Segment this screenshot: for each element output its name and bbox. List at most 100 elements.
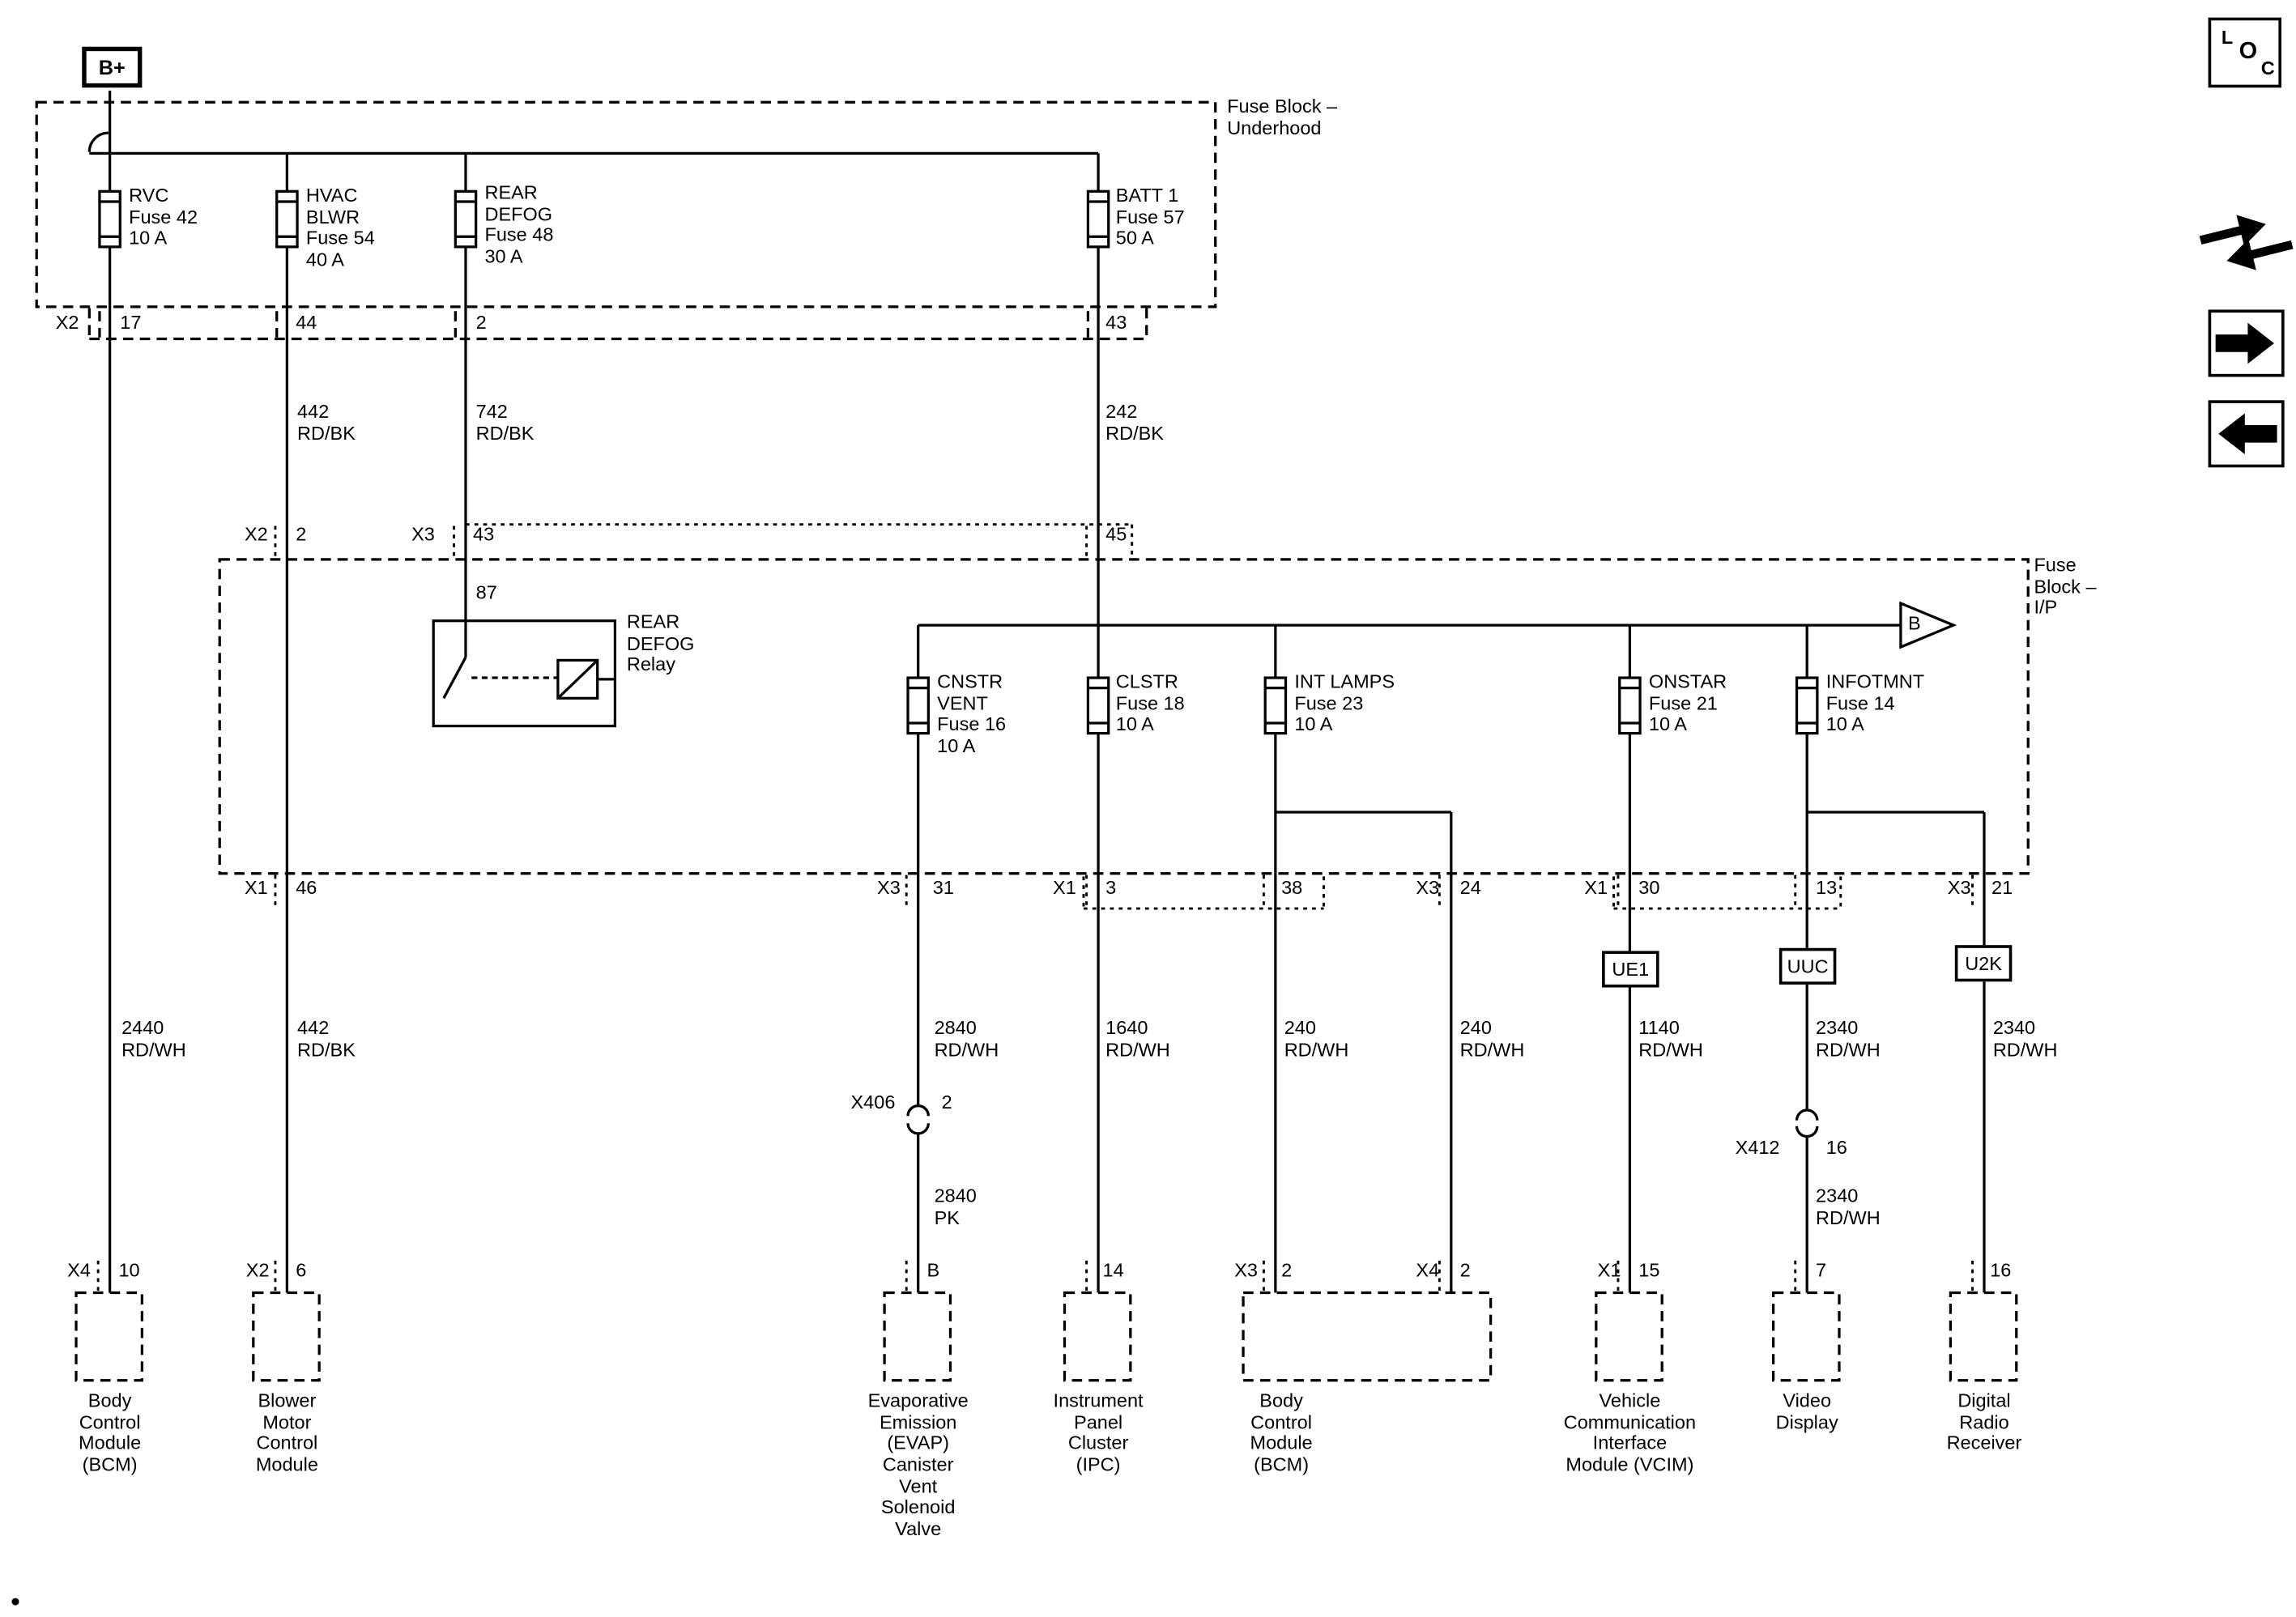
pin-label: 31	[932, 876, 954, 899]
loc-button[interactable]: L O C	[2208, 17, 2282, 88]
pin-label: 3	[1105, 876, 1117, 899]
relay-label: REAR DEFOG Relay	[626, 611, 695, 676]
battery-feed-text: B+	[98, 55, 126, 79]
option-code-text: U2K	[1965, 952, 2002, 975]
loc-letter-o: O	[2238, 39, 2258, 65]
pin-label: 10	[118, 1259, 140, 1282]
pin-label: 43	[1105, 311, 1127, 334]
wire-label-1640: 1640 RD/WH	[1105, 1016, 1170, 1061]
loc-letter-c: C	[2260, 57, 2275, 79]
pin-label: 17	[120, 311, 142, 334]
fuse-symbols-underhood	[98, 189, 1110, 249]
fuse-label-rear-defog: REAR DEFOG Fuse 48 30 A	[484, 181, 554, 268]
inline-connector-x406-symbol	[906, 1104, 930, 1135]
connector-label: X4	[67, 1259, 91, 1282]
pin-label: 44	[296, 311, 317, 334]
connector-label: X1	[244, 876, 268, 899]
swap-arrows-icon	[2199, 215, 2294, 270]
pin-label: 2	[1459, 1259, 1471, 1282]
pin-label: 24	[1459, 876, 1481, 899]
bus-arrow-b	[1899, 601, 1957, 649]
page-mark	[11, 1598, 19, 1606]
pin-label: 2	[1281, 1259, 1293, 1282]
fuse-label-hvac-blwr: HVAC BLWR Fuse 54 40 A	[305, 184, 375, 270]
connector-label: X3	[1947, 876, 1971, 899]
underhood-block-title: Fuse Block – Underhood	[1227, 95, 1338, 138]
pin-label: 14	[1102, 1259, 1124, 1282]
connector-label: X3	[1234, 1259, 1258, 1282]
inline-connector-x412-symbol	[1795, 1108, 1819, 1138]
module-name-bcm-2: Body Control Module (BCM)	[1250, 1389, 1313, 1476]
wire-label-242: 242 RD/BK	[1105, 400, 1164, 444]
wire-label-1140: 1140 RD/WH	[1638, 1016, 1703, 1061]
fuse-label-rvc: RVC Fuse 42 10 A	[129, 184, 198, 249]
fuse-label-batt1: BATT 1 Fuse 57 50 A	[1115, 184, 1185, 249]
inline-connector-x412-label: X412	[1735, 1136, 1780, 1159]
fuse-label-clstr: CLSTR Fuse 18 10 A	[1115, 670, 1185, 736]
module-name-digital-radio: Digital Radio Receiver	[1946, 1389, 2022, 1454]
connector-label: X1	[1053, 876, 1076, 899]
back-button[interactable]	[2208, 400, 2285, 468]
wire-label-2840-pk: 2840 PK	[934, 1185, 977, 1228]
module-boxes	[75, 1291, 2018, 1382]
pin-label: 2	[475, 311, 487, 334]
relay-pin-87: 87	[475, 581, 497, 604]
inline-connector-x406-pin: 2	[941, 1091, 952, 1113]
wire-label-2440: 2440 RD/WH	[121, 1016, 186, 1061]
wire-label-2340-a: 2340 RD/WH	[1816, 1016, 1881, 1061]
pin-label: 2	[296, 522, 307, 545]
pin-label: 13	[1816, 876, 1838, 899]
loc-letter-l: L	[2221, 26, 2234, 49]
module-name-ipc: Instrument Panel Cluster (IPC)	[1053, 1389, 1144, 1476]
wire-label-442-lower: 442 RD/BK	[297, 1016, 356, 1061]
fuse-label-int-lamps: INT LAMPS Fuse 23 10 A	[1294, 670, 1395, 736]
fuse-label-infotmnt: INFOTMNT Fuse 14 10 A	[1825, 670, 1925, 736]
connector-strips	[87, 308, 1974, 1291]
pin-label: 46	[296, 876, 317, 899]
ip-block-title: Fuse Block – I/P	[2034, 553, 2097, 619]
inline-connector-x412-pin: 16	[1825, 1136, 1847, 1159]
underhood-fuse-block-box	[35, 100, 1217, 309]
right-arrow-icon	[2215, 322, 2274, 364]
option-code-ue1: UE1	[1602, 951, 1659, 988]
connector-label: X3	[411, 522, 435, 545]
module-name-vcim: Vehicle Communication Interface Module (…	[1563, 1389, 1697, 1476]
pin-label: 45	[1105, 522, 1127, 545]
pin-label: 38	[1281, 876, 1303, 899]
special-tools-button[interactable]	[2199, 205, 2294, 281]
battery-feed-label: B+	[82, 46, 143, 88]
module-name-video-display: Video Display	[1775, 1389, 1838, 1433]
inline-connector-x406-label: X406	[850, 1091, 896, 1113]
module-name-bcm-1: Body Control Module (BCM)	[79, 1389, 142, 1476]
bus-arrow-tag: B	[1907, 611, 1921, 634]
connector-label: X2	[55, 311, 79, 334]
wire-label-2340-b: 2340 RD/WH	[1816, 1185, 1881, 1228]
connector-label: X3	[1416, 876, 1440, 899]
pin-label: B	[926, 1259, 940, 1282]
fuse-label-cnstr-vent: CNSTR VENT Fuse 16 10 A	[937, 670, 1007, 757]
pin-label: 15	[1638, 1259, 1660, 1282]
pin-label: 7	[1816, 1259, 1827, 1282]
pin-label: 21	[1991, 876, 2013, 899]
pin-label: 30	[1638, 876, 1660, 899]
wire-label-240-a: 240 RD/WH	[1284, 1016, 1349, 1061]
relay-symbol	[432, 619, 617, 728]
connector-label: X2	[244, 522, 268, 545]
connector-label: X3	[877, 876, 901, 899]
pin-label: 6	[296, 1259, 307, 1282]
module-name-evap-valve: Evaporative Emission (EVAP) Canister Ven…	[867, 1389, 969, 1540]
connector-label: X2	[245, 1259, 270, 1282]
pin-label: 16	[1990, 1259, 2012, 1282]
pin-label: 43	[473, 522, 495, 545]
wire-label-742: 742 RD/BK	[475, 400, 535, 444]
connector-label: X1	[1597, 1259, 1621, 1282]
next-button[interactable]	[2208, 309, 2285, 377]
option-code-uuc: UUC	[1778, 947, 1837, 985]
fuse-label-onstar: ONSTAR Fuse 21 10 A	[1648, 670, 1727, 736]
module-name-blower-motor: Blower Motor Control Module	[255, 1389, 318, 1476]
connector-label: X4	[1416, 1259, 1440, 1282]
option-code-text: UE1	[1612, 958, 1650, 981]
fuse-symbols-ip	[906, 676, 1819, 735]
wire-label-240-b: 240 RD/WH	[1459, 1016, 1525, 1061]
